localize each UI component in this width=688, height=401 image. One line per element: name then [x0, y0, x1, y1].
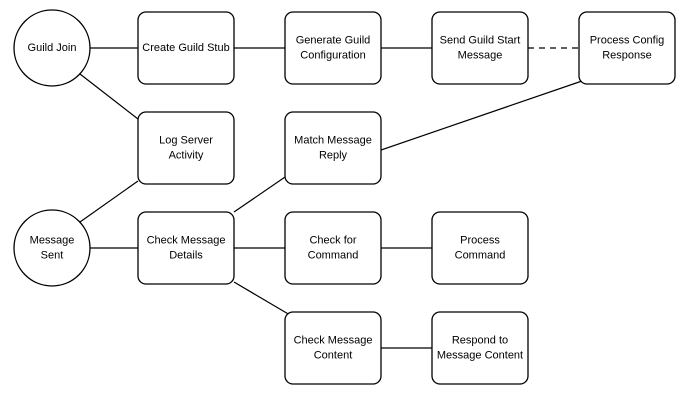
node-process-command-label-line-1: Process [460, 235, 500, 247]
node-respond-content-label-line-1: Respond to [452, 335, 508, 347]
node-match-reply-shape [284, 111, 382, 185]
node-match-reply-label-line-2: Reply [319, 150, 348, 162]
edge-guild-join-to-log-activity [79, 73, 139, 120]
node-log-activity-label-line-1: Log Server [159, 135, 213, 147]
node-create-stub-label-line-1: Create Guild Stub [142, 42, 229, 54]
node-guild-join: Guild Join [13, 9, 91, 87]
node-create-stub-shape [137, 11, 235, 85]
node-check-content-shape [284, 311, 382, 385]
edge-process-config-to-match-reply [380, 80, 583, 151]
node-log-activity-label-line-2: Activity [169, 150, 204, 162]
node-check-command-label-line-1: Check for [309, 235, 356, 247]
node-guild-join-shape [13, 9, 91, 87]
node-gen-config-shape [284, 11, 382, 85]
node-respond-content-shape [431, 311, 529, 385]
edge-check-details-to-check-content [233, 281, 291, 316]
node-guild-join-label-line-1: Guild Join [28, 42, 77, 54]
node-log-activity-shape [137, 111, 235, 185]
node-process-command-label-line-2: Command [455, 250, 506, 262]
node-check-details-shape [137, 211, 235, 285]
node-send-start-label-line-1: Send Guild Start [440, 35, 521, 47]
node-check-command-label-line-2: Command [308, 250, 359, 262]
nodes-layer: Guild Join Create Guild Stub Generate Guil… [13, 9, 676, 385]
node-process-command-shape [431, 211, 529, 285]
node-send-start-label-line-2: Message [458, 50, 503, 62]
node-message-sent-label-line-2: Sent [41, 250, 64, 262]
node-check-details-label-line-1: Check Message [147, 235, 226, 247]
node-create-stub: Create Guild Stub [137, 11, 235, 85]
node-gen-config-label-line-2: Configuration [300, 50, 365, 62]
node-check-details-label-line-2: Details [169, 250, 203, 262]
edge-check-details-to-match-reply [233, 174, 289, 213]
node-send-start-shape [431, 11, 529, 85]
node-gen-config-label-line-1: Generate Guild [296, 35, 371, 47]
node-process-config-label-line-1: Process Config [590, 35, 665, 47]
node-check-content-label-line-2: Content [314, 350, 353, 362]
node-check-command-shape [284, 211, 382, 285]
node-message-sent-label-line-1: Message [30, 235, 75, 247]
edge-message-sent-to-log-activity [79, 180, 139, 223]
node-message-sent-shape [13, 209, 91, 287]
node-process-config-shape [578, 11, 676, 85]
node-process-config-label-line-2: Response [602, 50, 652, 62]
node-match-reply-label-line-1: Match Message [294, 135, 372, 147]
edges-layer [79, 47, 583, 349]
node-check-content-label-line-1: Check Message [294, 335, 373, 347]
node-respond-content: Respond to Message Content [431, 311, 529, 385]
node-respond-content-label-line-2: Message Content [437, 350, 523, 362]
